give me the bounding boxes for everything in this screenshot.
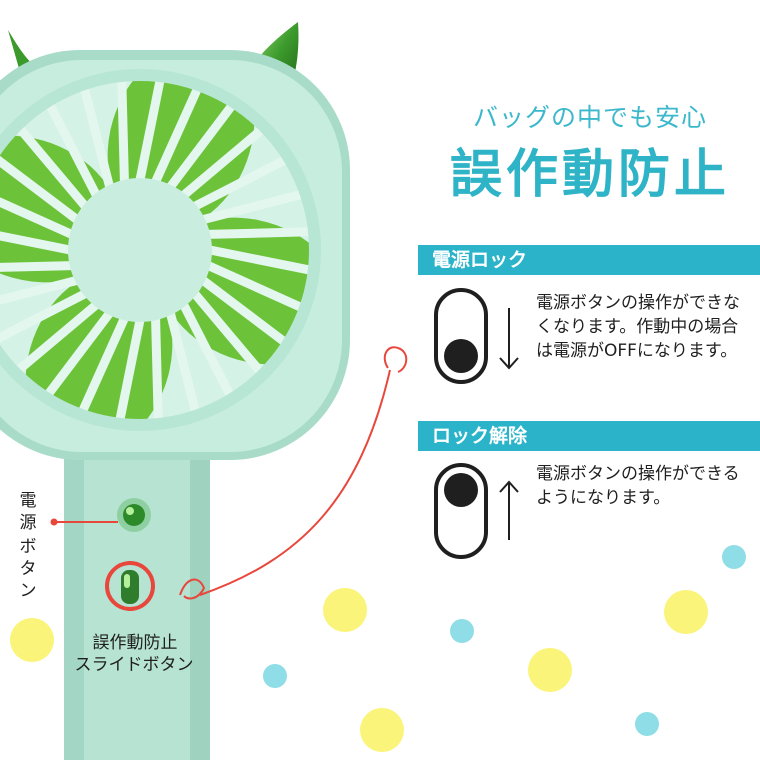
grill-spoke	[76, 316, 129, 418]
grill-spoke	[180, 123, 269, 199]
grill-spoke	[192, 153, 292, 211]
grill-spoke	[200, 276, 292, 349]
grill-spoke	[208, 227, 315, 239]
grill-spoke	[117, 75, 129, 182]
grill-spoke	[135, 75, 166, 181]
slide-label-line1: 誤作動防止	[92, 633, 178, 653]
grill-spoke	[201, 188, 308, 224]
slide-label-line2: スライドボタン	[74, 655, 194, 675]
arrow-up-icon	[499, 480, 519, 540]
grill-spoke	[191, 290, 267, 379]
fan-grill	[0, 75, 315, 425]
grill-spoke	[114, 319, 145, 425]
grill-spoke	[206, 261, 308, 314]
slide-button-illustration	[105, 561, 155, 611]
lock-heading: 電源ロック	[418, 245, 760, 275]
unlock-switch-icon	[434, 463, 488, 559]
lock-description: 電源ボタンの操作ができなくなります。作動中の場合は電源がOFFになります。	[536, 293, 740, 361]
unlock-heading: ロック解除	[418, 421, 760, 451]
grill-spoke	[179, 302, 237, 402]
grill-spoke	[0, 289, 88, 347]
grill-spoke	[166, 311, 202, 418]
power-label-col1: 電 源	[19, 491, 37, 533]
grill-spoke	[0, 186, 74, 239]
grill-spoke	[13, 121, 89, 210]
pointer-dot	[50, 518, 58, 526]
grill-spoke	[0, 276, 79, 312]
grill-spoke	[209, 245, 315, 276]
decorative-dots	[10, 545, 746, 752]
unlock-description: 電源ボタンの操作ができるようになります。	[536, 464, 740, 508]
power-label-col2: ボ タ ン	[19, 537, 37, 601]
grill-spoke	[41, 310, 114, 402]
page-title: 誤作動防止	[449, 145, 730, 205]
fan-head	[0, 50, 350, 460]
grill-spoke	[166, 98, 239, 190]
grill-spoke	[11, 301, 100, 377]
grill-spoke	[151, 82, 204, 184]
subtitle: バッグの中でも安心	[472, 103, 707, 132]
grill-spoke	[0, 224, 71, 255]
grill-spoke	[151, 318, 163, 425]
lock-switch-icon	[434, 288, 488, 384]
grill-spoke	[0, 261, 72, 273]
grill-spoke	[43, 98, 101, 198]
grill-spoke	[0, 151, 80, 224]
power-button-illustration	[117, 498, 151, 532]
grill-spoke	[78, 82, 114, 189]
arrow-down-icon	[499, 308, 519, 370]
slide-connector	[179, 346, 408, 600]
